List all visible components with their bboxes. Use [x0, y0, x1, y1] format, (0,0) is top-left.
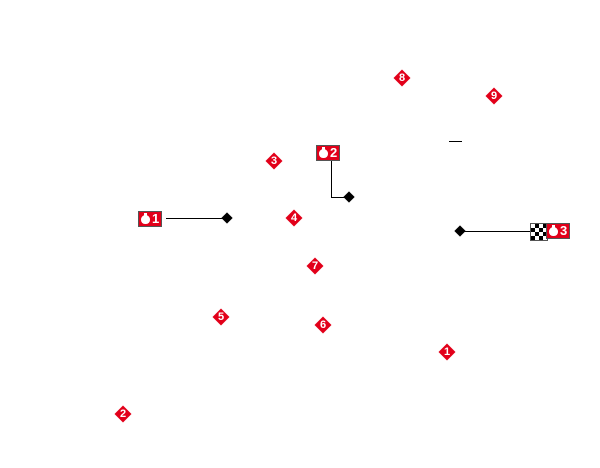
waypoint-number: 7: [311, 260, 319, 272]
waypoint-2[interactable]: 2: [114, 405, 132, 423]
waypoint-number: 4: [290, 212, 298, 224]
waypoint-number: 8: [398, 72, 406, 84]
waypoint-number: 3: [270, 155, 278, 167]
waypoint-8[interactable]: 8: [393, 69, 411, 87]
stage-number: 2: [330, 145, 338, 160]
waypoint-number: 5: [217, 311, 225, 323]
stage-number: 1: [152, 211, 160, 226]
anchor-diamond[interactable]: [454, 225, 466, 237]
waypoint-5[interactable]: 5: [212, 308, 230, 326]
anchor-diamond[interactable]: [343, 191, 355, 203]
waypoint-number: 1: [443, 346, 451, 358]
waypoint-number: 6: [319, 319, 327, 331]
dash-mark: [449, 141, 462, 142]
waypoint-number: 2: [119, 408, 127, 420]
leader-line: [331, 197, 349, 198]
waypoint-1[interactable]: 1: [438, 343, 456, 361]
waypoint-4[interactable]: 4: [285, 209, 303, 227]
stage-label-1[interactable]: 1: [138, 211, 163, 227]
stage-label-3[interactable]: 3: [546, 223, 571, 239]
stopwatch-icon: [319, 146, 328, 158]
leader-line: [331, 160, 332, 197]
stopwatch-icon: [549, 224, 558, 236]
stage-label-2[interactable]: 2: [316, 145, 341, 161]
waypoint-9[interactable]: 9: [485, 87, 503, 105]
leader-line: [460, 231, 530, 232]
stage-number: 3: [560, 223, 568, 238]
waypoint-number: 9: [490, 90, 498, 102]
leader-line: [166, 218, 227, 219]
waypoint-7[interactable]: 7: [306, 257, 324, 275]
stopwatch-icon: [141, 212, 150, 224]
anchor-diamond[interactable]: [221, 212, 233, 224]
waypoint-3[interactable]: 3: [265, 152, 283, 170]
waypoint-6[interactable]: 6: [314, 316, 332, 334]
